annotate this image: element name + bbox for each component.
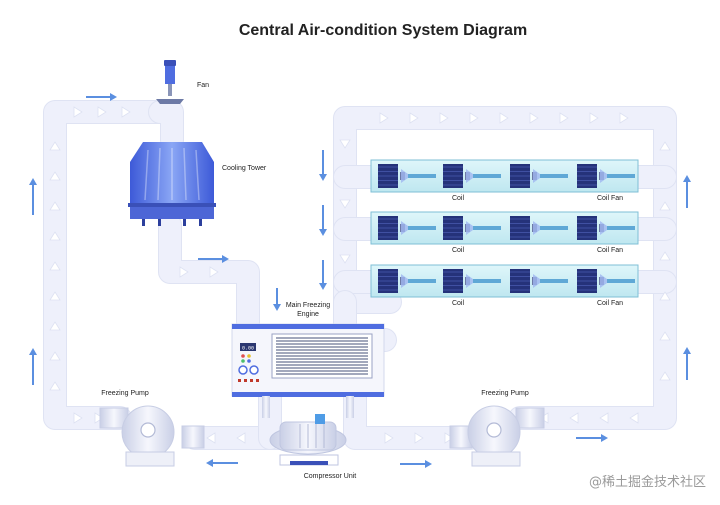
cooling-tower: Cooling Tower: [128, 142, 267, 226]
coil-unit: [577, 269, 635, 293]
arrow-icon: [683, 347, 691, 380]
main-freezing-engine-label-line2: Engine: [297, 311, 319, 318]
coil-pipe: [540, 226, 568, 230]
fan-icon: [466, 169, 473, 183]
coil-pipe: [540, 174, 568, 178]
coil-pipe: [473, 226, 501, 230]
coil-pipe: [408, 226, 436, 230]
fan-icon: [533, 221, 540, 235]
coil-pipe: [607, 174, 635, 178]
coil-fan-label: Coil Fan: [597, 195, 623, 202]
arrow-icon: [206, 459, 238, 467]
fan-icon: [600, 274, 607, 288]
freezing-pump-left: Freezing Pump: [99, 390, 205, 467]
arrow-icon: [683, 175, 691, 208]
fan-label: Fan: [197, 82, 209, 89]
coil-fan-label: Coil Fan: [597, 247, 623, 254]
coil-unit: [378, 164, 436, 188]
coil-pipe: [473, 279, 501, 283]
fan-icon: [401, 169, 408, 183]
arrow-icon: [319, 150, 327, 181]
flow-arrows: [29, 93, 691, 468]
gauge-icon: [249, 365, 259, 375]
main-freezing-engine-label-line1: Main Freezing: [286, 302, 330, 309]
engine-display: [240, 343, 256, 351]
coil-unit: [443, 164, 501, 188]
arrow-icon: [29, 178, 37, 215]
coil-unit: [510, 269, 568, 293]
freezing-pump-left-label: Freezing Pump: [101, 390, 149, 397]
coil-fan-label: Coil Fan: [597, 300, 623, 307]
fan-icon: [156, 60, 184, 104]
freezing-pump-right: Freezing Pump: [449, 390, 545, 467]
fan-icon: [466, 221, 473, 235]
coil-pipe: [607, 279, 635, 283]
coil-pipe: [408, 279, 436, 283]
pipe-chevrons: [49, 106, 671, 444]
engine-display-value: 0.00: [242, 346, 254, 352]
coil-label: Coil: [452, 247, 465, 254]
compressor-unit-label: Compressor Unit: [304, 473, 357, 480]
gauge-icon: [238, 365, 248, 375]
compressor-unit: Compressor Unit: [262, 396, 356, 480]
arrow-icon: [319, 205, 327, 236]
coil-label: Coil: [452, 300, 465, 307]
page-title: Central Air-condition System Diagram: [239, 22, 527, 39]
arrow-icon: [273, 288, 281, 311]
coil-pipe: [473, 174, 501, 178]
arrow-icon: [319, 260, 327, 290]
arrow-icon: [576, 434, 608, 442]
coil-row: Coil Coil Fan: [370, 159, 639, 202]
coil-row: Coil Coil Fan: [370, 211, 639, 254]
arrow-icon: [86, 93, 117, 101]
fan: Fan: [156, 60, 209, 104]
coil-unit: [443, 269, 501, 293]
coil-pipe: [540, 279, 568, 283]
fan-icon: [401, 221, 408, 235]
fan-icon: [401, 274, 408, 288]
cooling-tower-label: Cooling Tower: [222, 165, 267, 172]
fan-icon: [600, 169, 607, 183]
arrow-icon: [198, 255, 229, 263]
coil-unit: [510, 216, 568, 240]
fan-icon: [533, 169, 540, 183]
coil-unit: [577, 164, 635, 188]
coil-unit: [378, 216, 436, 240]
coil-unit: [510, 164, 568, 188]
freezing-pump-right-label: Freezing Pump: [481, 390, 529, 397]
coil-label: Coil: [452, 195, 465, 202]
coil-unit: [577, 216, 635, 240]
arrow-icon: [29, 348, 37, 385]
arrow-icon: [400, 460, 432, 468]
fan-icon: [600, 221, 607, 235]
watermark: @稀土掘金技术社区: [589, 474, 706, 490]
coil-pipe: [408, 174, 436, 178]
main-freezing-engine: 0.00 Main Freezing Engine: [231, 302, 385, 397]
coil-unit: [443, 216, 501, 240]
fan-icon: [466, 274, 473, 288]
fan-icon: [533, 274, 540, 288]
coil-pipe: [607, 226, 635, 230]
coil-row: Coil Coil Fan: [370, 264, 639, 307]
coil-unit: [378, 269, 436, 293]
